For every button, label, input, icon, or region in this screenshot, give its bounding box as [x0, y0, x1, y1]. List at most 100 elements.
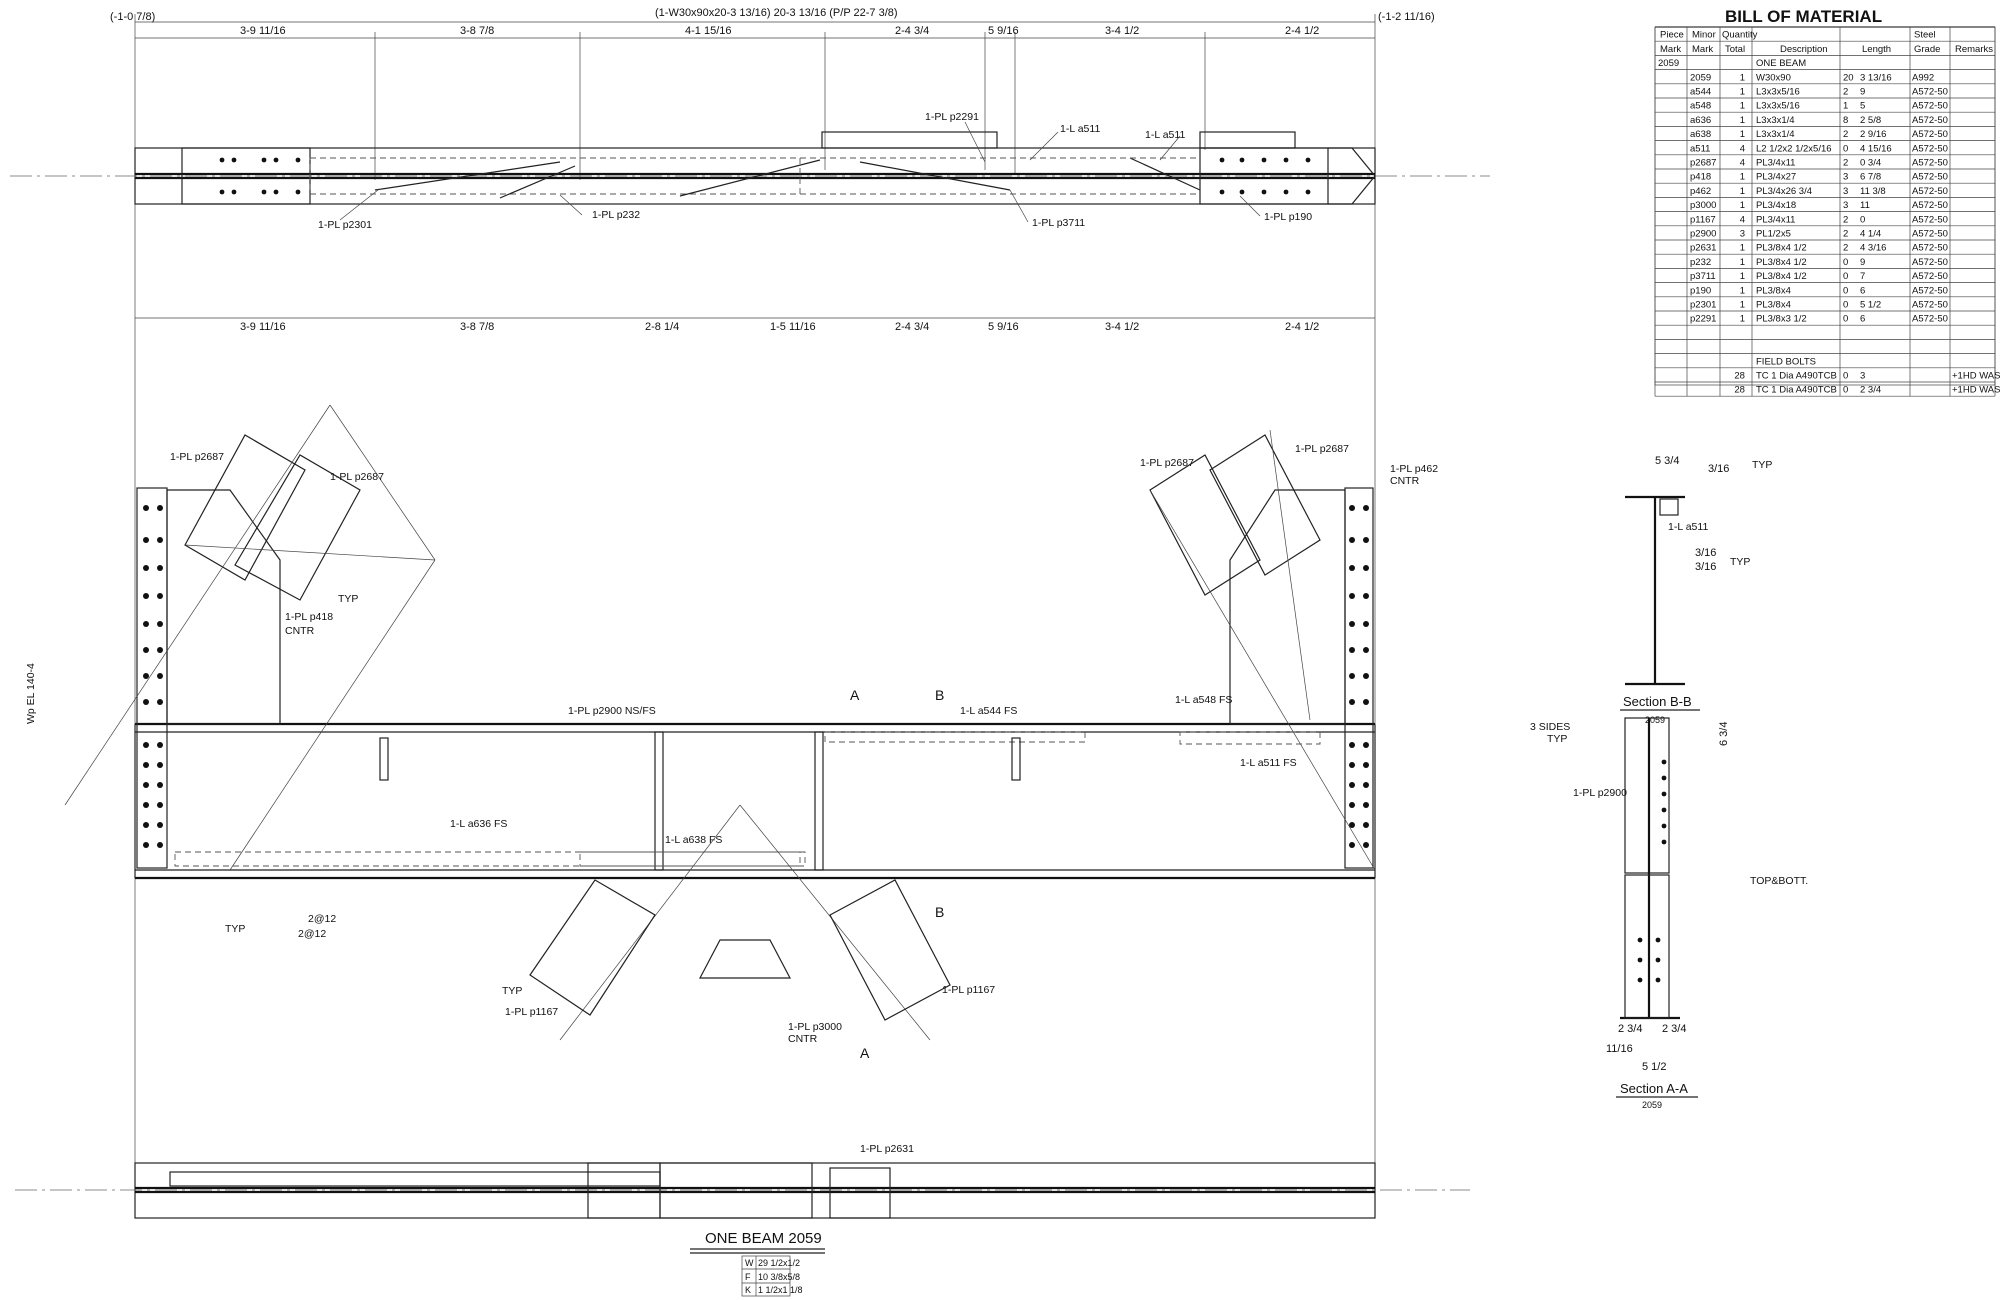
bom-cell: PL3/4x26 3/4	[1756, 186, 1812, 197]
label-typ-bb-2: TYP	[1730, 556, 1750, 568]
plan-label-p190: 1-PL p190	[1264, 211, 1312, 223]
section-aa-title: Section A-A	[1620, 1081, 1688, 1096]
bom-cell: A572-50	[1912, 200, 1948, 211]
bom-cell: +1HD WASH	[1952, 371, 2000, 382]
aa-dim-3: 5 1/2	[1642, 1061, 1666, 1073]
bom-cell: FIELD BOLTS	[1756, 356, 1816, 367]
plan-dim-5: 5 9/16	[988, 25, 1019, 37]
bb-dim-1: 5 3/4	[1655, 455, 1679, 467]
plan-bdim-6: 5 9/16	[988, 321, 1019, 333]
bom-header-top: Minor	[1692, 30, 1716, 41]
plan-label-a511-2: 1-L a511	[1145, 129, 1185, 141]
bom-cell: PL3/8x4 1/2	[1756, 243, 1807, 254]
bb-dim-3: 3/16	[1695, 547, 1716, 559]
bom-cell: a548	[1690, 101, 1711, 112]
label-p2631: 1-PL p2631	[860, 1143, 914, 1155]
bom-cell: a511	[1690, 143, 1710, 154]
bom-cell: a638	[1690, 129, 1711, 140]
bom-cell: PL3/8x3 1/2	[1756, 314, 1807, 325]
bom-header: Length	[1862, 44, 1891, 55]
bom-cell: +1HD WASH	[1952, 385, 2000, 396]
bom-cell: p232	[1690, 257, 1711, 268]
plan-dim-4: 2-4 3/4	[895, 25, 929, 37]
bom-cell: A572-50	[1912, 158, 1948, 169]
section-aa-mark: 2059	[1642, 1100, 1662, 1110]
bom-cell: 5	[1860, 101, 1865, 112]
bom-cell: A572-50	[1912, 229, 1948, 240]
bom-cell: 2 9/16	[1860, 129, 1886, 140]
bom-cell: 0	[1843, 314, 1848, 325]
bom-cell: A572-50	[1912, 129, 1948, 140]
bom-cell: 9	[1860, 87, 1865, 98]
bom-cell: L3x3x5/16	[1756, 101, 1800, 112]
bom-cell: 5 1/2	[1860, 300, 1881, 311]
aa-dim-5: 6 3/4	[1718, 722, 1730, 746]
label-p1167-right: 1-PL p1167	[942, 984, 995, 996]
label-p2900: 1-PL p2900 NS/FS	[568, 705, 656, 717]
plan-bdim-8: 2-4 1/2	[1285, 321, 1319, 333]
bom-cell: PL3/8x4	[1756, 285, 1791, 296]
wfk-key-f: F	[745, 1272, 751, 1282]
plan-bdim-4: 1-5 11/16	[770, 321, 816, 333]
label-p3000-cntr: CNTR	[788, 1033, 818, 1045]
bom-cell: 2 3/4	[1860, 385, 1881, 396]
bom-cell: p2301	[1690, 300, 1716, 311]
label-a548: 1-L a548 FS	[1175, 694, 1232, 706]
bom-cell: PL3/8x4	[1756, 300, 1791, 311]
bom-cell: 1	[1740, 129, 1745, 140]
bom-cell: L3x3x5/16	[1756, 87, 1800, 98]
bom-cell: A572-50	[1912, 285, 1948, 296]
bom-cell: A992	[1912, 72, 1934, 83]
bom-cell: A572-50	[1912, 300, 1948, 311]
section-aa: 3 SIDES TYP 1-PL p2900 TOP&BOTT. 2 3/4 2…	[1530, 717, 1808, 1110]
section-tag-b-bottom: B	[935, 904, 944, 920]
bom-cell: 1	[1843, 101, 1848, 112]
label-3-sides: 3 SIDES	[1530, 721, 1570, 733]
bom-header: Mark	[1692, 44, 1713, 55]
bb-dim-4: 3/16	[1695, 561, 1716, 573]
bom-cell: 20	[1843, 72, 1854, 83]
bom-cell: p2631	[1690, 243, 1716, 254]
bom-cell: 0	[1843, 257, 1848, 268]
bom-cell: p2687	[1690, 158, 1716, 169]
wfk-val-k: 1 1/2x1 1/8	[758, 1285, 803, 1295]
bom-cell: p3000	[1690, 200, 1716, 211]
bom-cell: 7	[1860, 271, 1865, 282]
label-typ-bb-1: TYP	[1752, 459, 1772, 471]
label-p3000: 1-PL p3000	[788, 1021, 842, 1033]
bom-cell: 0	[1843, 371, 1848, 382]
bom-header-top: Quantity	[1722, 30, 1758, 41]
bom-cell: 1	[1740, 87, 1745, 98]
bom-cell: 4	[1740, 158, 1745, 169]
bom-header-top: Piece	[1660, 30, 1684, 41]
label-weld-2at12-top: 2@12	[308, 913, 336, 925]
plan-dim-3: 4-1 15/16	[685, 25, 731, 37]
section-tag-a-bottom: A	[860, 1045, 870, 1061]
plan-bolts-right	[1219, 157, 1311, 195]
bom-cell: 1	[1740, 300, 1745, 311]
bom-cell: 4	[1740, 143, 1745, 154]
bb-dim-2: 3/16	[1708, 463, 1729, 475]
work-elevation: Wp EL 140-4	[25, 663, 37, 724]
plan-bdim-5: 2-4 3/4	[895, 321, 929, 333]
bom-cell: 0	[1843, 143, 1848, 154]
bom-cell: A572-50	[1912, 214, 1948, 225]
bom-cell: 4 15/16	[1860, 143, 1892, 154]
bom-cell: 0	[1860, 214, 1865, 225]
label-p2687-left-2: 1-PL p2687	[330, 471, 384, 483]
bom-header: Mark	[1660, 44, 1681, 55]
bom-cell: 2059	[1690, 72, 1711, 83]
bom-cell: 2	[1843, 87, 1848, 98]
bom-cell: A572-50	[1912, 314, 1948, 325]
bom-cell: A572-50	[1912, 186, 1948, 197]
bom-cell: PL3/4x18	[1756, 200, 1796, 211]
label-weld-2at12-bottom: 2@12	[298, 928, 326, 940]
section-bb: 1-L a511 TYP TYP 5 3/4 3/16 3/16 3/16 Se…	[1620, 455, 1772, 725]
label-p418: 1-PL p418	[285, 611, 333, 623]
plan-bdim-1: 3-9 11/16	[240, 321, 286, 333]
label-typ-bottom: TYP	[502, 985, 522, 997]
bom-cell: 1	[1740, 172, 1745, 183]
elev-bolts-right	[1349, 505, 1369, 848]
aa-dim-4: 11/16	[1606, 1043, 1633, 1055]
